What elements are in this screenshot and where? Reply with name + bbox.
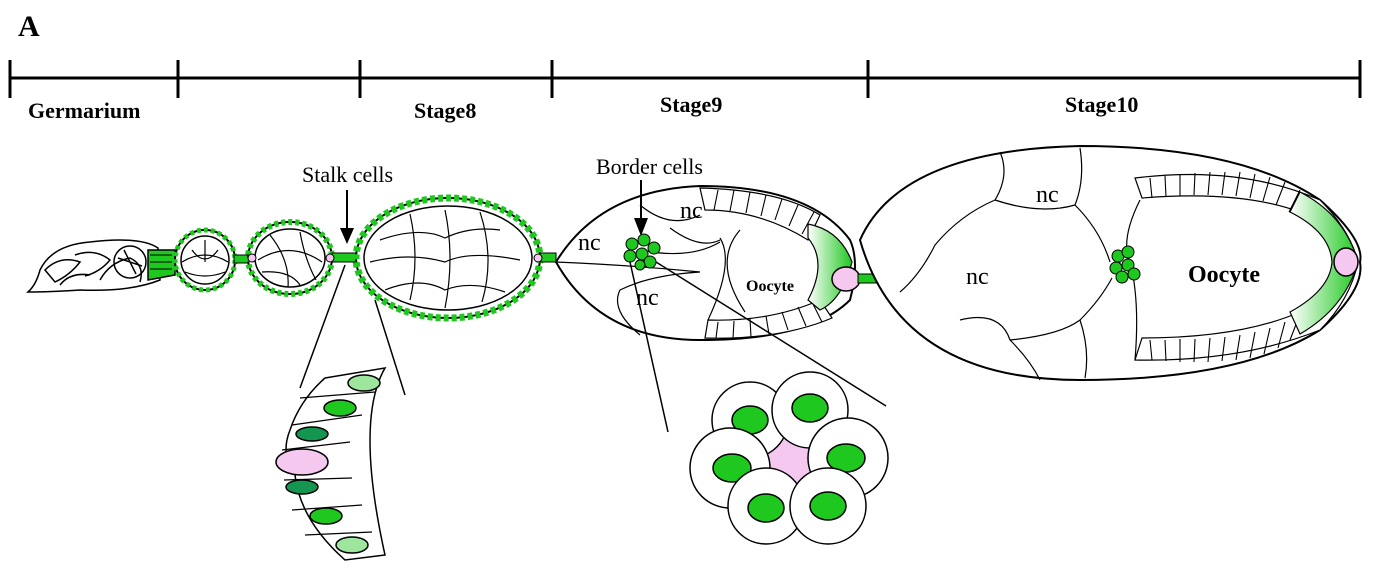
stage10-egg-chamber: [860, 146, 1361, 380]
stalk-cells-inset: [276, 368, 385, 560]
stage9-nc-label-2: nc: [680, 198, 703, 224]
stage9-oocyte-label: Oocyte: [746, 278, 794, 295]
egg-chamber-2: [248, 222, 357, 294]
border-cells-label: Border cells: [596, 154, 703, 179]
timeline-label-stage9: Stage9: [660, 92, 722, 117]
germarium-shape: [28, 240, 175, 292]
panel-label: A: [18, 10, 40, 43]
stage10-nc-label-2: nc: [966, 264, 989, 290]
stalk-cells-label: Stalk cells: [302, 162, 393, 187]
egg-chamber-1: [175, 230, 250, 290]
timeline-label-germarium: Germarium: [28, 98, 140, 123]
stage10-oocyte-label: Oocyte: [1188, 262, 1260, 288]
stage9-egg-chamber: [555, 186, 876, 340]
stalk-cells-arrow: [340, 190, 354, 244]
border-cells-inset: [690, 372, 888, 544]
timeline-label-stage8: Stage8: [414, 98, 476, 123]
timeline-label-stage10: Stage10: [1065, 92, 1138, 117]
stage10-nc-label-1: nc: [1036, 182, 1059, 208]
stage8-egg-chamber: [356, 198, 556, 318]
stage9-nc-label-1: nc: [578, 230, 601, 256]
